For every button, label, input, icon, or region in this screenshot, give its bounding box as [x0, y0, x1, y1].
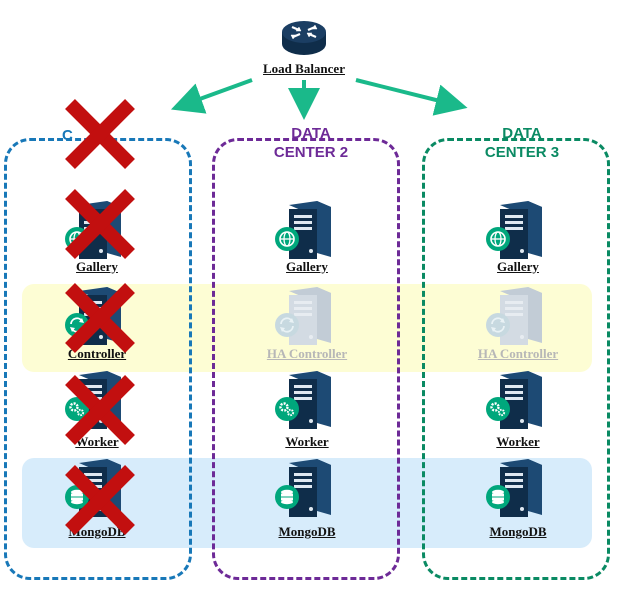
worker-server-icon: [486, 371, 550, 433]
load-balancer-label: Load Balancer: [263, 61, 345, 76]
datacenter-1-worker-label: Worker: [75, 434, 119, 449]
mongodb-server-icon: [275, 459, 339, 521]
arrow-to-datacenter-3: [355, 78, 468, 116]
datacenter-2-ha-controller-label: HA Controller: [266, 346, 348, 361]
datacenter-3-ha-controller-label: HA Controller: [477, 346, 559, 361]
datacenter-3-box: [422, 138, 610, 580]
worker-server-icon: [275, 371, 339, 433]
datacenter-2-gallery-label: Gallery: [286, 259, 328, 274]
ha-controller-server-icon: [275, 287, 339, 349]
failure-cross-icon: [65, 189, 135, 259]
failure-cross-icon: [65, 465, 135, 535]
datacenter-3-title: DATA CENTER 3: [484, 125, 560, 161]
datacenter-2-worker-label: Worker: [285, 434, 329, 449]
router-icon: [282, 21, 326, 55]
datacenter-2-box: [212, 138, 400, 580]
datacenter-1-title: C: [62, 127, 73, 144]
datacenter-2-mongodb-label: MongoDB: [278, 524, 336, 539]
mongodb-server-icon: [486, 459, 550, 521]
arrow-to-datacenter-1: [170, 78, 253, 114]
datacenter-1-gallery-label: Gallery: [76, 259, 118, 274]
datacenter-1-ha-controller-label: Controller: [67, 346, 127, 361]
failure-cross-icon: [65, 99, 135, 169]
failure-cross-icon: [65, 375, 135, 445]
datacenter-3-mongodb-label: MongoDB: [489, 524, 547, 539]
gallery-server-icon: [486, 201, 550, 263]
failure-cross-icon: [65, 283, 135, 353]
gallery-server-icon: [275, 201, 339, 263]
datacenter-2-title: DATA CENTER 2: [273, 125, 349, 161]
ha-controller-server-icon: [486, 287, 550, 349]
datacenter-1-mongodb-label: MongoDB: [68, 524, 126, 539]
datacenter-3-gallery-label: Gallery: [497, 259, 539, 274]
datacenter-3-worker-label: Worker: [496, 434, 540, 449]
